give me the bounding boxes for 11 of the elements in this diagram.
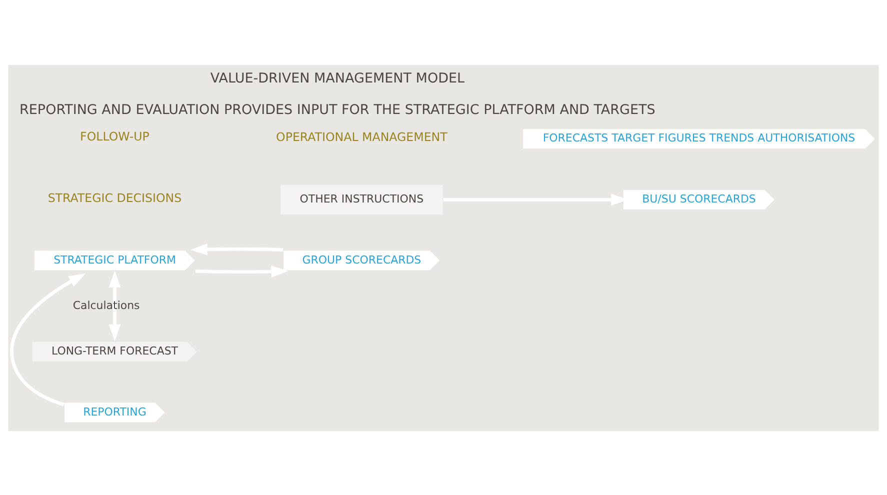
arrow xyxy=(10,272,86,406)
label: OPERATIONAL MANAGEMENT xyxy=(276,130,448,144)
diagram-title: VALUE-DRIVEN MANAGEMENT MODEL xyxy=(210,70,465,86)
caption: REPORTING AND EVALUATION PROVIDES INPUT FOR THE STRATEGIC PLATFORM AND TARGETS xyxy=(20,101,656,118)
arrow xyxy=(108,270,121,341)
arrow xyxy=(190,242,284,255)
label: STRATEGIC DECISIONS xyxy=(48,190,182,204)
arrow xyxy=(196,265,288,277)
node-box: OTHER INSTRUCTIONS xyxy=(280,184,444,215)
label: FOLLOW-UP xyxy=(80,128,150,143)
edge-label: Calculations xyxy=(72,298,140,312)
